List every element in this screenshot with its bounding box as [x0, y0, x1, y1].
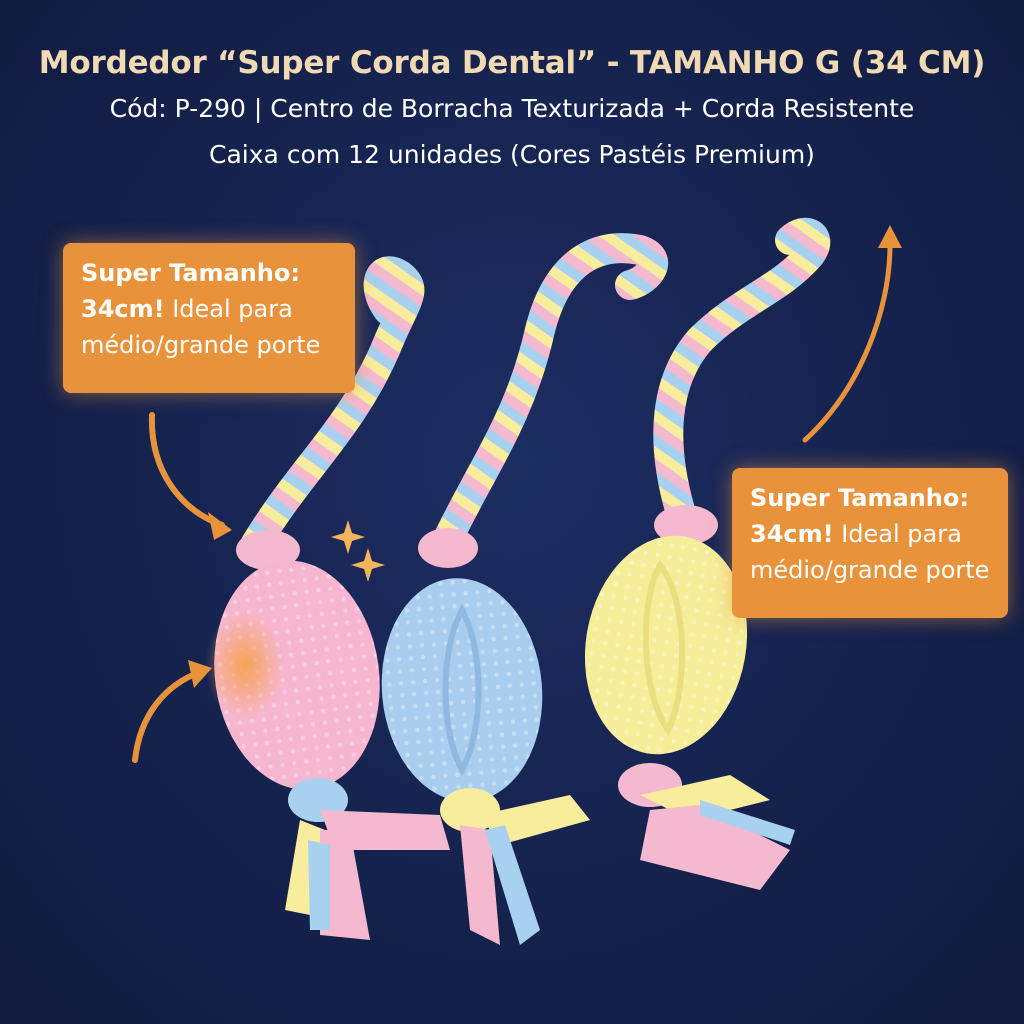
toy-yellow: [584, 217, 831, 890]
arrow-left-upper-icon: [148, 412, 232, 540]
callout-text-line3: médio/grande porte: [750, 556, 990, 584]
callout-bold-title: Super Tamanho:: [81, 259, 300, 287]
callout-size-right: Super Tamanho: 34cm! Ideal para médio/gr…: [732, 468, 1008, 618]
toy-blue: [381, 233, 668, 945]
callout-size-left: Super Tamanho: 34cm! Ideal para médio/gr…: [63, 243, 355, 393]
sparkle-icon: [331, 520, 385, 582]
product-title: Mordedor “Super Corda Dental” - TAMANHO …: [38, 45, 986, 81]
callout-text: Ideal para: [164, 295, 293, 323]
product-code-line: Cód: P-290 | Centro de Borracha Texturiz…: [109, 94, 915, 123]
arrow-right-up-icon: [802, 225, 902, 443]
box-info-line: Caixa com 12 unidades (Cores Pastéis Pre…: [209, 140, 815, 169]
arrow-left-lower-icon: [132, 660, 212, 763]
callout-text-line3: médio/grande porte: [81, 331, 321, 359]
callout-bold-size: 34cm!: [750, 520, 834, 548]
header: Mordedor “Super Corda Dental” - TAMANHO …: [0, 40, 1024, 178]
toy-pink: [205, 256, 450, 940]
callout-bold-title: Super Tamanho:: [750, 484, 969, 512]
callout-text: Ideal para: [833, 520, 962, 548]
callout-bold-size: 34cm!: [81, 295, 165, 323]
